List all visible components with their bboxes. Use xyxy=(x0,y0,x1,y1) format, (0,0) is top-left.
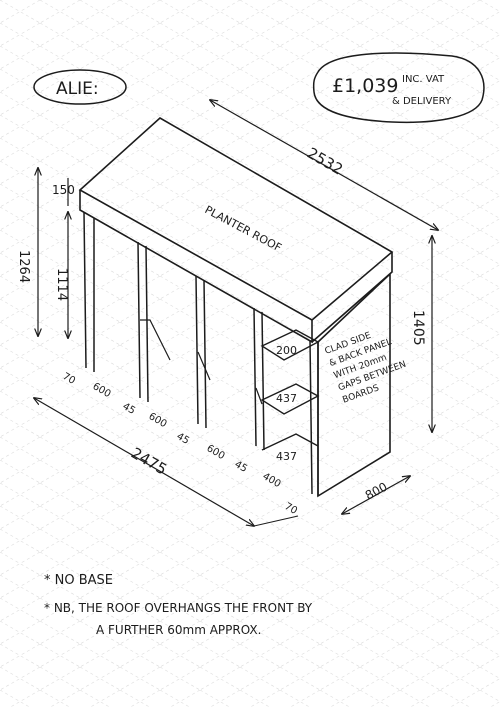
note-roof-overhang-1: * NB, THE ROOF OVERHANGS THE FRONT BY xyxy=(44,601,313,615)
clad-side-panel xyxy=(317,272,391,498)
roof-side-fascia xyxy=(311,252,393,343)
dim-front-extension xyxy=(253,515,299,527)
price-amount: £1,039 xyxy=(332,75,398,97)
dim-roof-depth: 150 xyxy=(52,183,75,197)
client-label-ellipse xyxy=(33,69,127,105)
dim-front-length-line xyxy=(34,398,254,526)
dim-right-height: 1405 xyxy=(410,310,426,346)
client-label: ALIE: xyxy=(56,79,99,99)
dim-depth-line xyxy=(342,476,410,514)
dim-shelf-gap-top: 200 xyxy=(276,344,297,357)
price-line2: & DELIVERY xyxy=(392,96,452,107)
dim-top-length-line xyxy=(210,100,438,230)
back-post-bases xyxy=(140,319,263,405)
dim-total-height: 1264 xyxy=(16,250,31,283)
dim-shelf-gap-mid: 437 xyxy=(276,392,297,405)
note-roof-overhang-2: A FURTHER 60mm APPROX. xyxy=(96,623,261,637)
note-no-base: * NO BASE xyxy=(44,573,113,588)
dim-post-height: 1114 xyxy=(54,268,69,301)
shelves xyxy=(260,329,320,451)
price-outline xyxy=(312,52,485,124)
price-line1: INC. VAT xyxy=(402,74,445,85)
dim-shelf-gap-bottom: 437 xyxy=(276,450,297,463)
